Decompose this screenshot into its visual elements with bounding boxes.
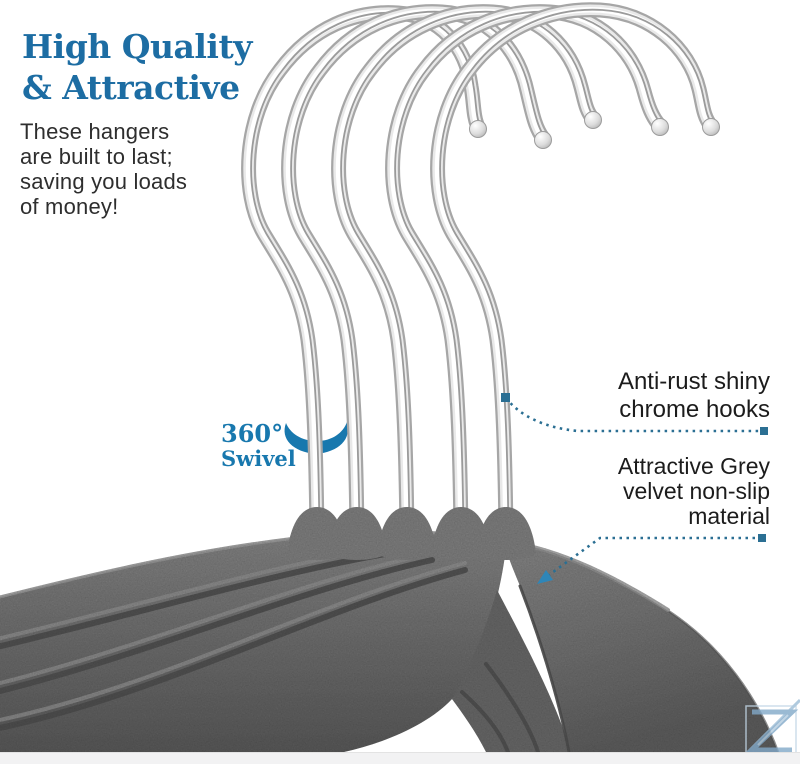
callout-line-velvet — [537, 534, 766, 584]
callout-velvet-line: velvet non-slip — [622, 478, 770, 504]
page-title: High Quality & Attractive — [22, 26, 252, 108]
swivel-arrow-icon — [284, 422, 349, 454]
callout-line-hooks — [501, 393, 768, 435]
callout-hooks-text: Anti-rust shiny chrome hooks — [618, 368, 770, 424]
headline-line-1: High Quality — [22, 27, 252, 66]
description-text: These hangers are built to last; saving … — [20, 119, 187, 219]
description-line: are built to last; — [20, 144, 173, 169]
hook-ball-tip — [534, 131, 552, 149]
velvet-neck-bumps — [287, 507, 536, 560]
description-line: of money! — [20, 194, 119, 219]
velvet-left-stack — [0, 531, 506, 752]
hook-ball-tip — [584, 111, 602, 129]
swivel-label: 360° Swivel — [221, 419, 296, 471]
hanger-hook — [281, 4, 552, 542]
description-line: saving you loads — [20, 169, 188, 194]
arrowhead-icon — [537, 570, 553, 584]
callout-velvet-line: Attractive Grey — [617, 453, 770, 479]
headline-line-2: & Attractive — [22, 68, 240, 107]
swivel-word: Swivel — [221, 446, 296, 471]
chrome-hooks — [241, 2, 720, 542]
callout-hooks-line: chrome hooks — [619, 396, 770, 423]
callout-velvet-text: Attractive Grey velvet non-slip material — [618, 454, 770, 529]
hook-ball-tip — [651, 118, 669, 136]
description-line: These hangers — [20, 119, 170, 144]
hanger-hook — [430, 2, 720, 542]
hanger-hook — [331, 4, 602, 542]
hanger-hook — [241, 5, 487, 542]
callout-velvet-line: material — [688, 503, 770, 529]
swivel-degrees: 360° — [221, 419, 284, 448]
hook-ball-tip — [702, 118, 720, 136]
hook-ball-tip — [469, 120, 487, 138]
velvet-front-shoulder — [506, 542, 778, 752]
callout-hooks-line: Anti-rust shiny — [617, 368, 770, 395]
footer-strip — [0, 752, 800, 764]
velvet-hanger-bodies — [0, 507, 780, 754]
hanger-hook — [385, 4, 669, 542]
